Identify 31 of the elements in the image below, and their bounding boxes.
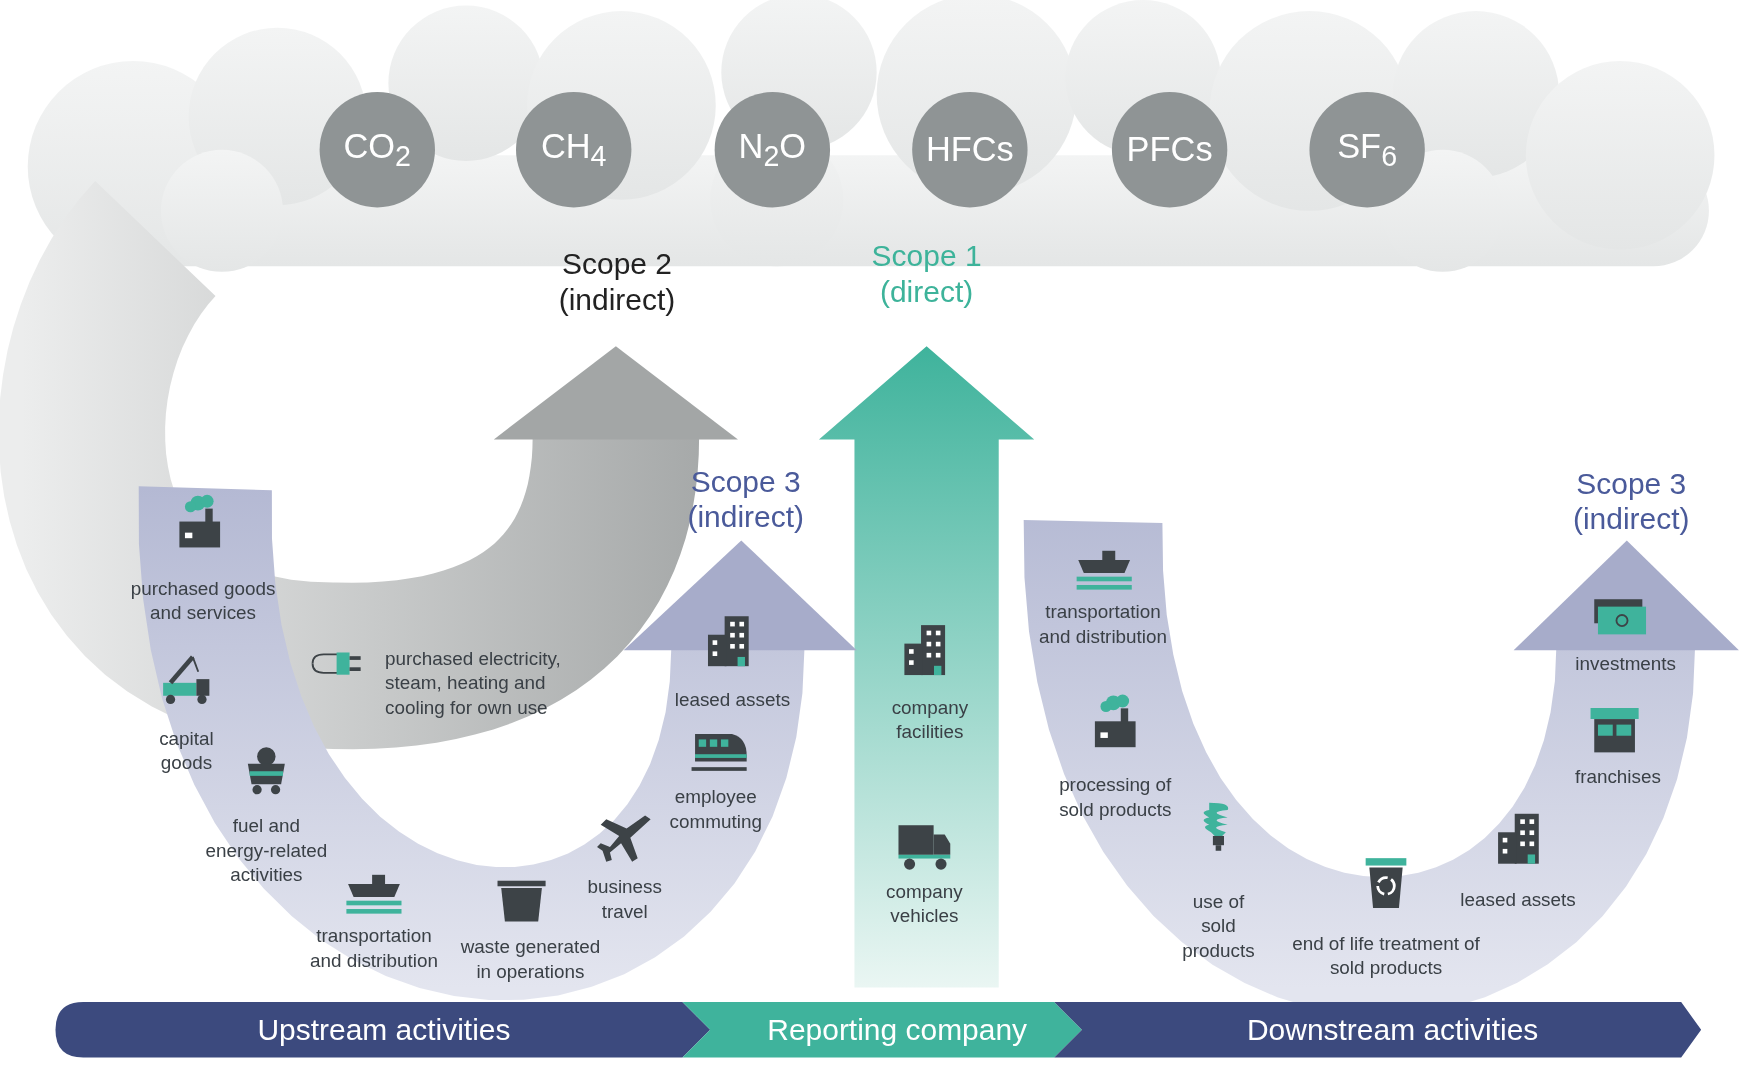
category-label: processing of sold products xyxy=(1058,773,1173,823)
category-label: company facilities xyxy=(890,695,970,745)
category-label: purchased goods and services xyxy=(129,577,277,626)
banner-label: Upstream activities xyxy=(257,1012,511,1047)
scope-heading: Scope 3 (indirect) xyxy=(686,463,805,536)
gas-formula: HFCs xyxy=(925,129,1014,170)
gas-formula: SF$_{6}$ xyxy=(1337,126,1398,173)
category-label: company vehicles xyxy=(885,880,964,929)
category-label: leased assets xyxy=(673,688,792,713)
gas-formula: PFCs xyxy=(1126,129,1213,170)
category-label: end of life treatment of sold products xyxy=(1291,932,1481,981)
scope-heading: Scope 1 (direct) xyxy=(870,238,983,311)
scope-heading: Scope 3 (indirect) xyxy=(1571,466,1691,538)
banner-label: Downstream activities xyxy=(1246,1012,1539,1047)
category-label: fuel and energy-related activities xyxy=(204,814,329,888)
banner-label: Reporting company xyxy=(767,1012,1028,1047)
category-label: purchased electricity, steam, heating and cooling for own use xyxy=(385,647,562,721)
category-label: capital goods xyxy=(158,726,215,776)
category-label: employee commuting xyxy=(668,785,763,835)
category-label: transportation and distribution xyxy=(1038,600,1168,650)
category-label: franchises xyxy=(1573,765,1662,790)
category-label: leased assets xyxy=(1459,887,1577,912)
category-label: business travel xyxy=(586,875,663,925)
gas-formula: CH$_{4}$ xyxy=(540,126,607,173)
gas-formula: CO$_{2}$ xyxy=(343,126,412,173)
scope-heading: Scope 2 (indirect) xyxy=(557,246,677,319)
category-label: transportation and distribution xyxy=(309,924,439,974)
category-label: use of sold products xyxy=(1181,890,1256,964)
category-label: investments xyxy=(1574,652,1677,677)
category-label: waste generated in operations xyxy=(459,935,602,985)
gas-formula: N$_{2}$O xyxy=(738,126,807,173)
